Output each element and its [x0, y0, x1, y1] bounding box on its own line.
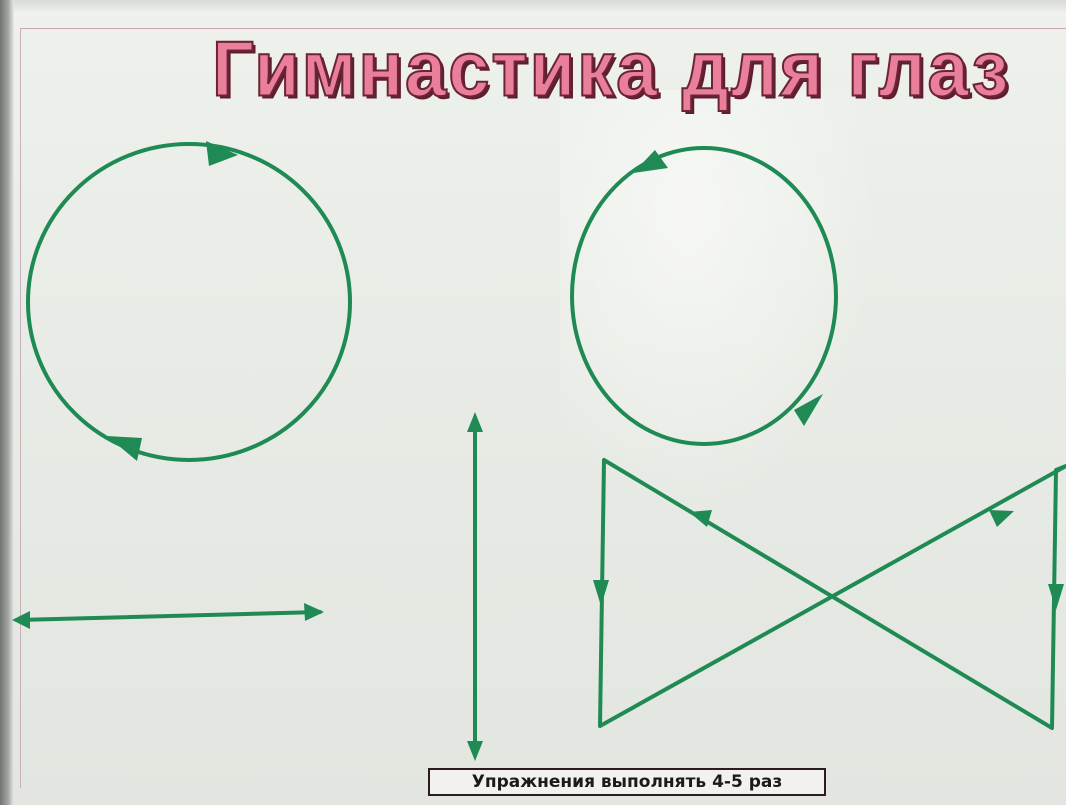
- horizontal-line: [16, 610, 322, 622]
- poster-title: Гимнастика для глаз: [211, 24, 1011, 113]
- instruction-box: Упражнения выполнять 4-5 раз: [428, 768, 826, 796]
- circle-counterclockwise: [570, 146, 838, 446]
- instruction-text: Упражнения выполнять 4-5 раз: [471, 772, 783, 792]
- arrow-head-icon: [593, 580, 609, 606]
- circle-clockwise: [26, 142, 352, 462]
- arrow-head-icon: [206, 141, 238, 166]
- arrow-head-icon: [633, 150, 668, 173]
- arrow-head-icon: [467, 412, 483, 432]
- arrow-head-icon: [467, 741, 483, 761]
- arrow-head-icon: [989, 510, 1014, 527]
- frame-line-top: [20, 28, 1066, 29]
- arrow-head-icon: [689, 510, 712, 527]
- arrow-head-icon: [107, 436, 142, 461]
- arrow-head-icon: [794, 394, 823, 426]
- board-left-edge: [0, 0, 14, 805]
- board-top-edge: [0, 0, 1066, 12]
- light-glare: [560, 90, 880, 510]
- arrow-head-icon: [12, 611, 30, 629]
- arrow-head-icon: [304, 603, 324, 621]
- figure-bowtie: [598, 458, 1066, 730]
- arrow-head-icon: [1048, 584, 1064, 610]
- frame-line-left: [20, 28, 21, 788]
